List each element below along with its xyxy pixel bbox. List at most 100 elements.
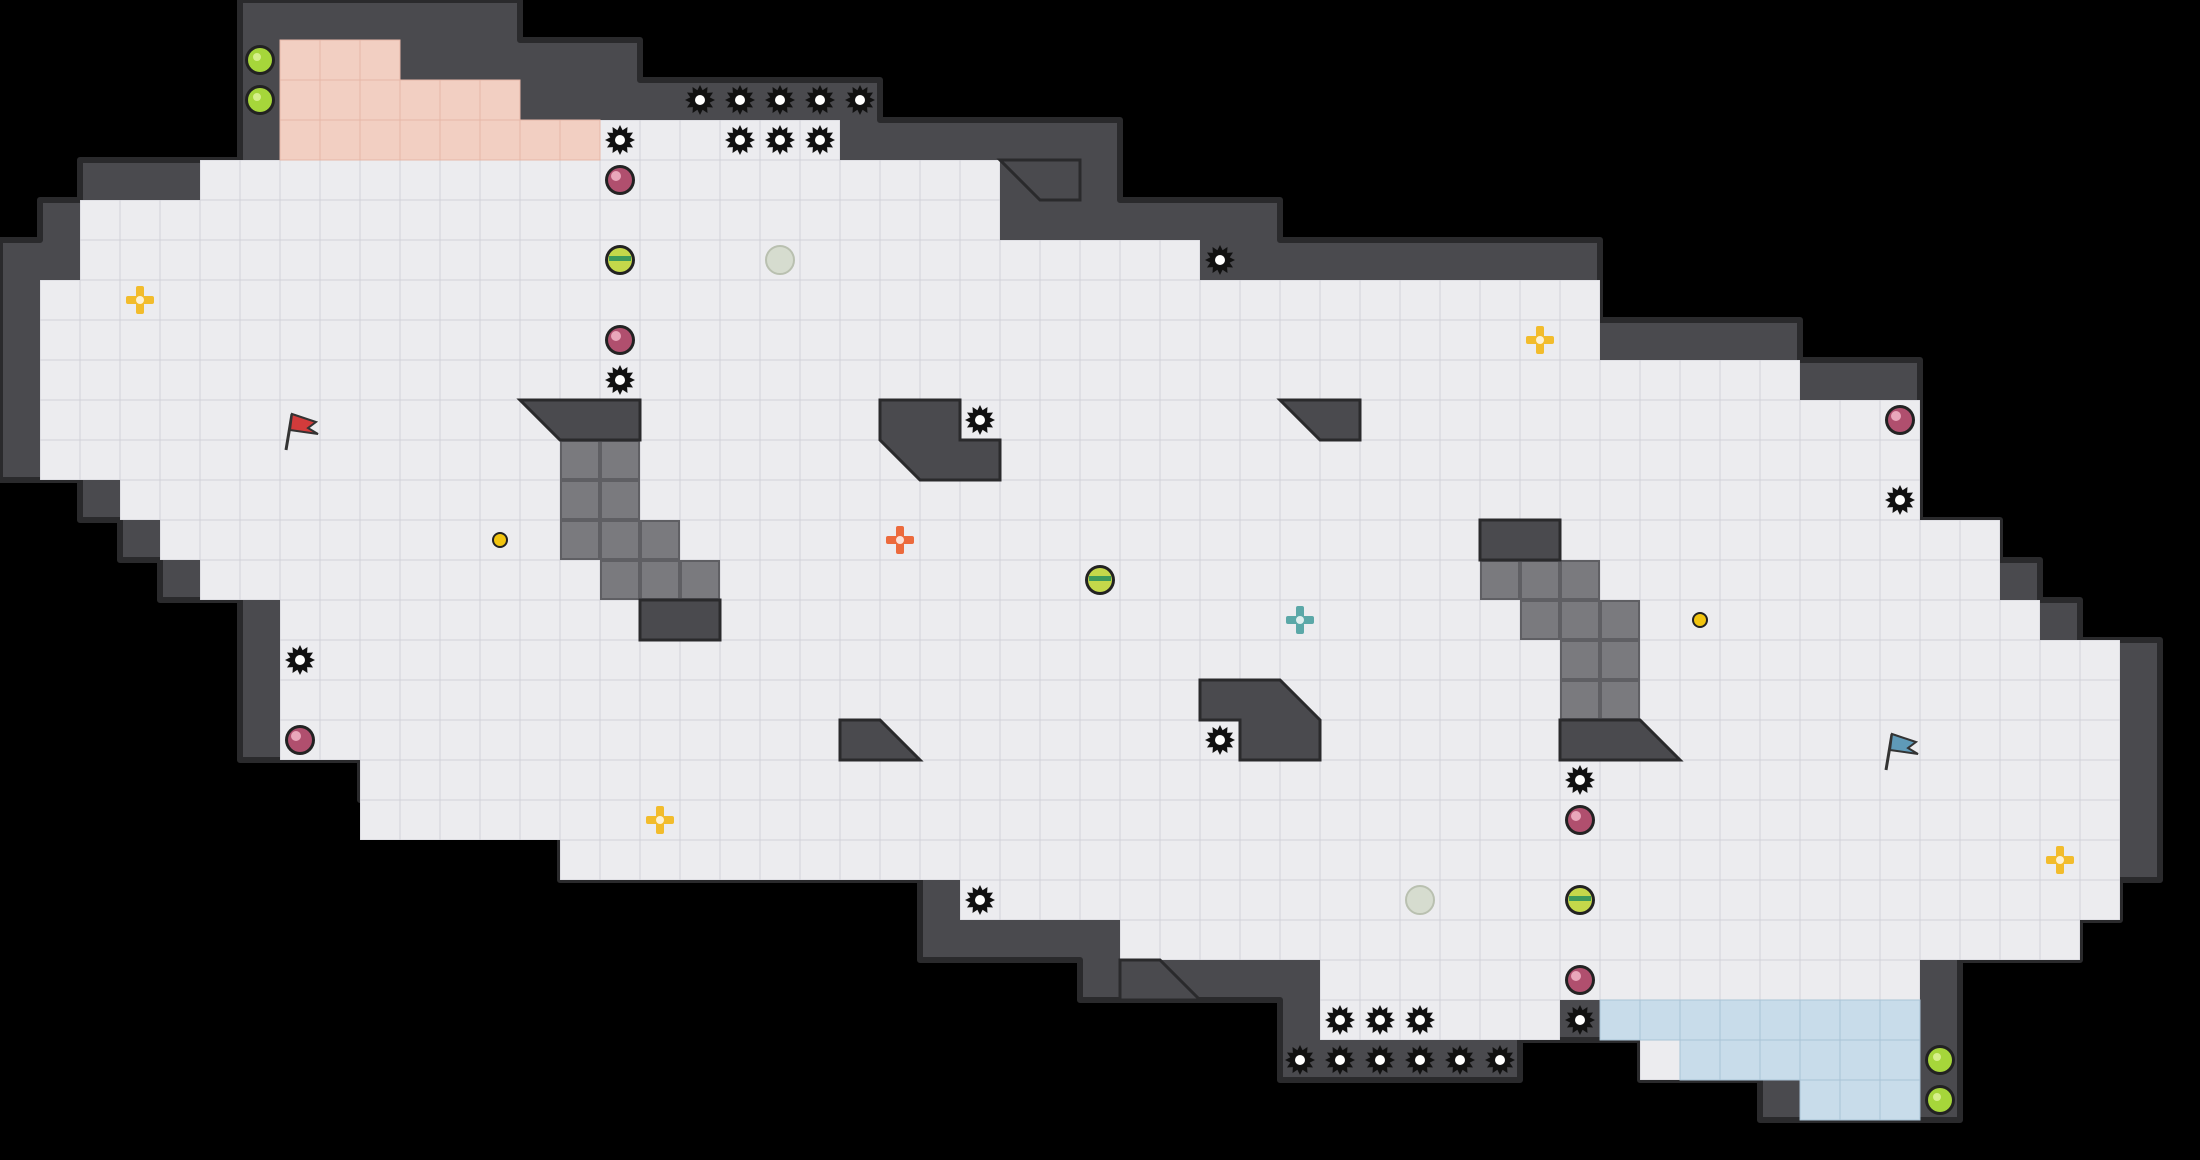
red-zone-tile <box>359 119 401 161</box>
blue-flag-icon <box>1884 732 1919 771</box>
spike-icon <box>805 125 835 155</box>
spike-icon <box>1205 725 1235 755</box>
blue-zone-tile <box>1799 999 1841 1041</box>
spike-icon <box>285 645 315 675</box>
blue-zone-tile <box>1799 1079 1841 1121</box>
red-zone-tile <box>319 119 361 161</box>
spike-icon <box>805 85 835 115</box>
spike-icon <box>1325 1045 1355 1075</box>
red-zone-tile <box>519 119 561 161</box>
blue-zone-tile <box>1599 999 1641 1041</box>
zone-layer <box>279 39 1921 1121</box>
wall-block <box>1558 718 1684 762</box>
speed-boost-icon <box>1526 326 1554 354</box>
spike-icon <box>605 125 635 155</box>
blue-zone-tile <box>1759 999 1801 1041</box>
gate-tile <box>1560 680 1600 720</box>
spike-icon <box>725 125 755 155</box>
spike-icon <box>1565 765 1595 795</box>
spike-icon <box>1325 1005 1355 1035</box>
spike-icon <box>1365 1045 1395 1075</box>
blue-zone-tile <box>1879 1079 1921 1121</box>
powerup-icon <box>605 165 635 195</box>
spike-icon <box>1565 1005 1595 1035</box>
spike-icon <box>1405 1005 1435 1035</box>
spike-icon <box>1205 245 1235 275</box>
wall-block <box>1478 518 1562 562</box>
gate-tile <box>1560 600 1600 640</box>
red-zone-tile <box>279 119 321 161</box>
spike-icon <box>765 125 795 155</box>
red-zone-tile <box>319 39 361 81</box>
blue-speed-boost-icon <box>1286 606 1314 634</box>
red-zone-tile <box>359 39 401 81</box>
speed-boost-icon <box>2046 846 2074 874</box>
spike-icon <box>965 405 995 435</box>
portal-icon <box>1405 885 1435 915</box>
wall-block <box>1118 958 1204 1002</box>
red-zone-tile <box>319 79 361 121</box>
gate-tile <box>600 440 640 480</box>
blue-zone-tile <box>1719 1039 1761 1081</box>
red-zone-tile <box>439 119 481 161</box>
blue-zone-tile <box>1839 999 1881 1041</box>
gate-tile <box>1520 560 1560 600</box>
wall-block <box>1276 398 1362 442</box>
spike-icon <box>1285 1045 1315 1075</box>
wall-block <box>878 398 1002 482</box>
wall-block <box>638 598 722 642</box>
portal-icon <box>765 245 795 275</box>
spike-icon <box>965 885 995 915</box>
gate-tile <box>640 560 680 600</box>
object-layer <box>126 45 2074 1115</box>
gate-tile <box>1480 560 1520 600</box>
speed-boost-icon <box>646 806 674 834</box>
powerup-icon <box>605 325 635 355</box>
blue-zone-tile <box>1639 999 1681 1041</box>
red-zone-tile <box>399 79 441 121</box>
gate-tile <box>1520 600 1560 640</box>
speed-boost-icon <box>126 286 154 314</box>
wall-layer <box>516 158 1684 1002</box>
blue-zone-tile <box>1839 1079 1881 1121</box>
boost-icon <box>1925 1085 1955 1115</box>
bomb-icon <box>492 532 508 548</box>
gate-tile <box>640 520 680 560</box>
speed-pad-icon <box>1565 885 1595 915</box>
blue-zone-tile <box>1679 1039 1721 1081</box>
boost-icon <box>245 85 275 115</box>
wall-block <box>516 398 642 442</box>
red-zone-tile <box>479 119 521 161</box>
gate-tile <box>1600 680 1640 720</box>
spike-icon <box>1365 1005 1395 1035</box>
boost-icon <box>1925 1045 1955 1075</box>
red-zone-tile <box>559 119 601 161</box>
blue-zone-tile <box>1799 1039 1841 1081</box>
gate-tile <box>1560 640 1600 680</box>
powerup-icon <box>1565 805 1595 835</box>
red-zone-tile <box>279 79 321 121</box>
spike-icon <box>1405 1045 1435 1075</box>
blue-zone-tile <box>1879 999 1921 1041</box>
spike-icon <box>605 365 635 395</box>
spike-icon <box>765 85 795 115</box>
gate-tile <box>600 520 640 560</box>
powerup-icon <box>285 725 315 755</box>
blue-zone-tile <box>1839 1039 1881 1081</box>
wall-block <box>996 158 1082 202</box>
spike-icon <box>1485 1045 1515 1075</box>
gate-tile <box>1600 600 1640 640</box>
gate-tile <box>1560 560 1600 600</box>
gate-tile <box>560 480 600 520</box>
gate-tile <box>600 560 640 600</box>
red-zone-tile <box>279 39 321 81</box>
wall-block <box>1198 678 1322 762</box>
spike-icon <box>845 85 875 115</box>
speed-pad-icon <box>605 245 635 275</box>
red-flag-icon <box>284 412 319 451</box>
powerup-icon <box>1885 405 1915 435</box>
blue-zone-tile <box>1719 999 1761 1041</box>
bomb-icon <box>1692 612 1708 628</box>
